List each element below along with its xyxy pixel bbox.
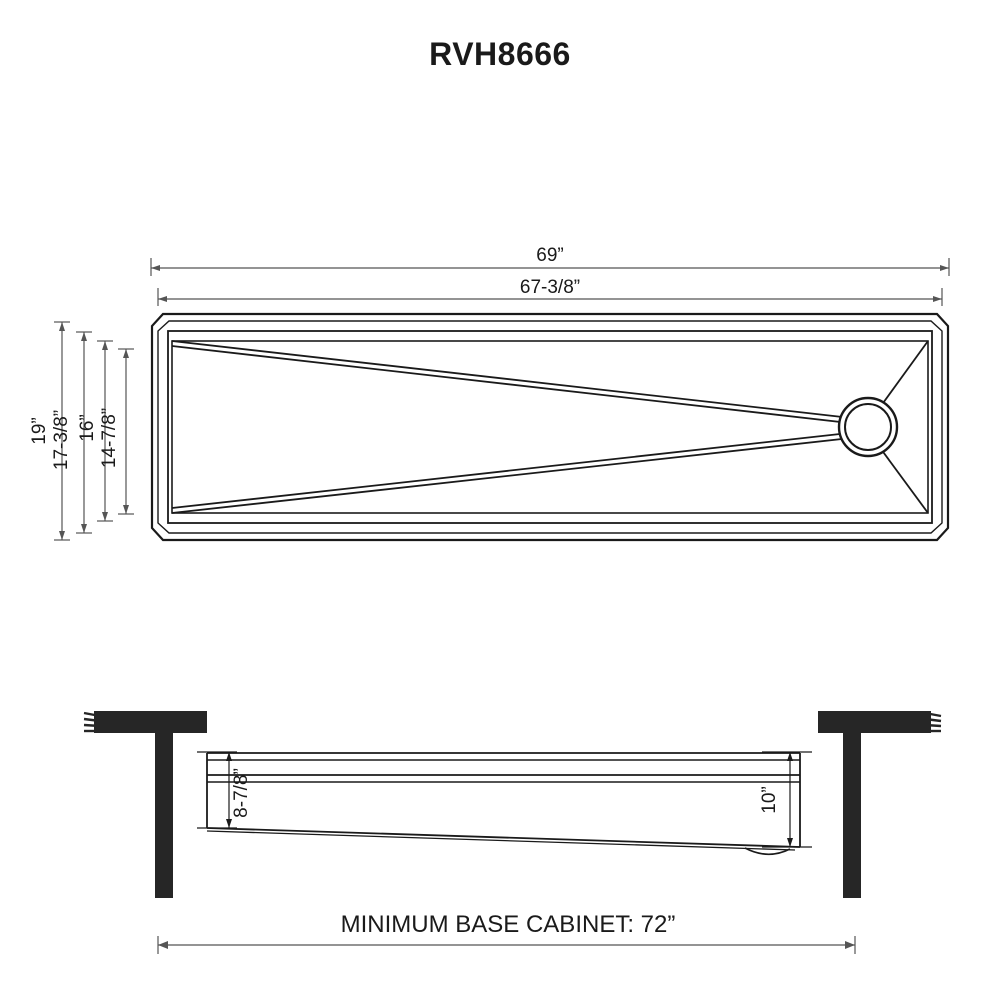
base-cabinet-right (818, 711, 942, 898)
label-basin-depth: 16” (77, 414, 98, 441)
drain-opening (837, 396, 899, 458)
base-cabinet-left (83, 711, 207, 898)
hatch-left-icon (83, 711, 101, 733)
label-basin-width: 67-3/8” (520, 277, 580, 298)
top-horizontal-dimensions (150, 258, 950, 306)
side-basin-bottom-slope-inner (206, 830, 796, 851)
sink-basin-outer-rect (167, 330, 933, 524)
dimension-basin-depth-right (762, 751, 812, 848)
sink-slope-lines (171, 340, 929, 514)
dimension-overall-depth (54, 321, 70, 541)
page-title: RVH8666 (429, 36, 571, 72)
dimension-minimum-base-cabinet (157, 936, 856, 954)
sink-basin-inner-rect (171, 340, 929, 514)
dimension-inner-basin-depth (118, 348, 134, 515)
label-basin-depth-left: 8-7/8” (231, 768, 252, 818)
dimension-basin-depth (97, 340, 113, 522)
label-basin-depth-right: 10” (759, 786, 780, 813)
label-inner-basin-depth: 14-7/8” (99, 408, 120, 468)
dimension-overall-width (150, 258, 950, 276)
dimension-basin-depth-left (197, 751, 237, 829)
side-drain-bulge (744, 847, 791, 856)
hatch-right-icon (924, 711, 942, 733)
label-minimum-base-cabinet: MINIMUM BASE CABINET: 72” (341, 911, 676, 938)
sink-side-section-view (206, 752, 801, 856)
sink-top-view (150, 312, 950, 542)
dimension-basin-width (157, 288, 943, 306)
side-basin-bottom-slope (206, 827, 801, 848)
dimension-rim-depth (76, 331, 92, 534)
top-vertical-dimensions (54, 321, 134, 541)
label-rim-depth: 17-3/8” (51, 410, 72, 470)
sink-outer-outline (150, 312, 950, 542)
label-overall-width: 69” (536, 245, 563, 266)
sink-rim-inner-outline (157, 320, 943, 534)
label-overall-depth: 19” (29, 417, 50, 444)
